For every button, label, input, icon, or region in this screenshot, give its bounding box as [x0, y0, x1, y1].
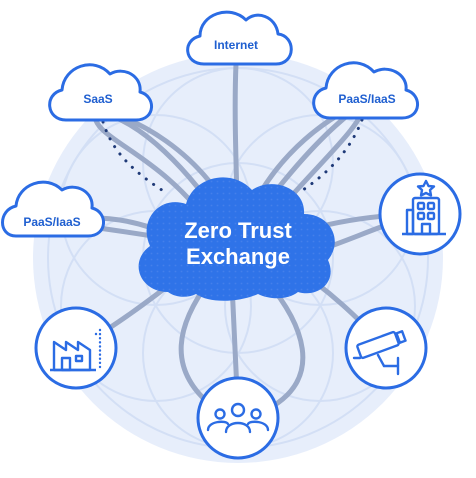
cloud-saas-label: SaaS [83, 92, 112, 106]
office-building-icon [402, 179, 446, 236]
users-group-icon [206, 402, 270, 434]
dotted-connectors [101, 118, 364, 196]
cloud-paas-right[interactable]: PaaS/IaaS [312, 61, 419, 120]
node-iot-ot[interactable] [344, 306, 428, 390]
security-camera-icon [352, 330, 407, 376]
node-branch-office[interactable] [378, 172, 462, 256]
cloud-paas-right-label: PaaS/IaaS [338, 92, 395, 106]
factory-icon [50, 328, 102, 372]
node-factory[interactable] [34, 306, 118, 390]
node-users[interactable] [196, 376, 280, 460]
cloud-saas[interactable]: SaaS [48, 63, 153, 122]
hub-title-line1: Zero Trust [184, 218, 292, 243]
cloud-internet[interactable]: Internet [186, 10, 293, 66]
cloud-paas-left[interactable]: PaaS/IaaS [1, 180, 105, 238]
zero-trust-exchange-hub[interactable]: Zero Trust Exchange [138, 177, 335, 301]
hub-title-line2: Exchange [186, 244, 290, 269]
cloud-paas-left-label: PaaS/IaaS [23, 215, 80, 229]
cloud-internet-label: Internet [214, 38, 258, 52]
